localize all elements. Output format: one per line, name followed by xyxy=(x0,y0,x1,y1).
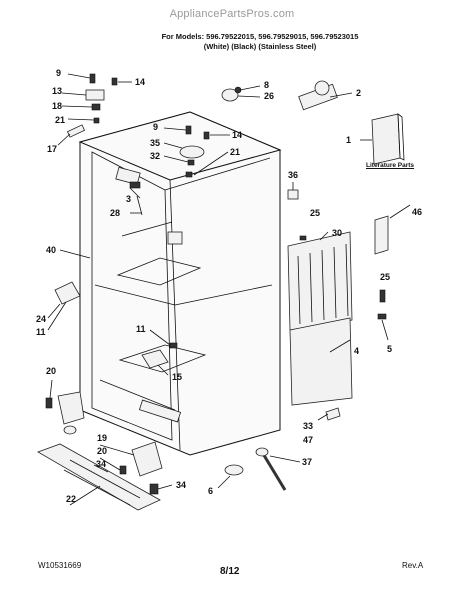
literature-parts-booklet xyxy=(360,113,405,165)
toe-grille xyxy=(37,443,161,511)
part-25-screw xyxy=(379,289,386,303)
callout-19: 19 xyxy=(97,433,108,443)
callout-21: 21 xyxy=(55,115,66,125)
cabinet xyxy=(78,111,282,456)
top-right-parts xyxy=(221,80,353,111)
part-15-bracket xyxy=(141,349,169,369)
callout-25: 25 xyxy=(310,208,321,218)
top-left-hinge-parts xyxy=(57,73,132,146)
callout-37: 37 xyxy=(302,457,313,467)
callout-46: 46 xyxy=(412,207,423,217)
document-number: W10531669 xyxy=(38,561,82,570)
callout-47: 47 xyxy=(303,435,314,445)
control-parts xyxy=(115,166,183,245)
callout-22: 22 xyxy=(66,494,77,504)
callout-11-middle: 11 xyxy=(136,324,146,334)
callout-34-right: 34 xyxy=(176,480,187,490)
colors-subheading: (White) (Black) (Stainless Steel) xyxy=(203,42,317,51)
callout-35: 35 xyxy=(150,138,161,148)
callout-1: 1 xyxy=(346,135,352,145)
callout-30: 30 xyxy=(332,228,343,238)
models-heading: For Models: 596.79522015, 596.79529015, … xyxy=(161,32,359,41)
callout-9-middle: 9 xyxy=(153,122,159,132)
callout-34: 34 xyxy=(96,459,107,469)
callout-18: 18 xyxy=(52,101,63,111)
part-6-ring xyxy=(224,464,244,476)
bottom-right-hinge xyxy=(99,441,173,495)
bottom-left-hinge xyxy=(45,379,85,435)
part-11-screw xyxy=(169,342,178,349)
page-number: 8/12 xyxy=(220,566,240,577)
callout-28: 28 xyxy=(110,208,121,218)
callout-14-middle: 14 xyxy=(232,130,243,140)
callout-32: 32 xyxy=(150,151,161,161)
callout-2: 2 xyxy=(356,88,362,98)
callout-26: 26 xyxy=(264,91,275,101)
revision-label: Rev.A xyxy=(402,561,424,570)
callout-15: 15 xyxy=(172,372,183,382)
callout-13: 13 xyxy=(52,86,63,96)
callout-3: 3 xyxy=(126,194,132,204)
part-36-clip xyxy=(287,189,299,200)
part-46-bracket xyxy=(374,204,411,255)
callout-17: 17 xyxy=(47,144,58,154)
middle-hinge-parts xyxy=(163,125,230,178)
part-4-panel xyxy=(289,317,353,406)
callout-20-bottom: 20 xyxy=(97,446,108,456)
callout-5: 5 xyxy=(387,344,393,354)
part-33-bracket xyxy=(325,407,341,421)
callout-40: 40 xyxy=(46,245,57,255)
callout-4: 4 xyxy=(354,346,360,356)
callout-33: 33 xyxy=(303,421,314,431)
callout-25-right: 25 xyxy=(380,272,391,282)
callout-6: 6 xyxy=(208,486,214,496)
literature-parts-label: Literature Parts xyxy=(366,162,415,169)
callout-9: 9 xyxy=(56,68,62,78)
watermark: AppliancePartsPros.com xyxy=(169,8,295,20)
callout-21-middle: 21 xyxy=(230,147,241,157)
callout-20: 20 xyxy=(46,366,57,376)
callout-8: 8 xyxy=(264,80,270,90)
condenser-grille xyxy=(287,231,353,331)
left-bracket xyxy=(47,249,91,331)
callout-11: 11 xyxy=(36,327,46,337)
part-37-tube xyxy=(255,447,301,491)
callout-24: 24 xyxy=(36,314,47,324)
callout-36: 36 xyxy=(288,170,299,180)
callout-14: 14 xyxy=(135,77,146,87)
